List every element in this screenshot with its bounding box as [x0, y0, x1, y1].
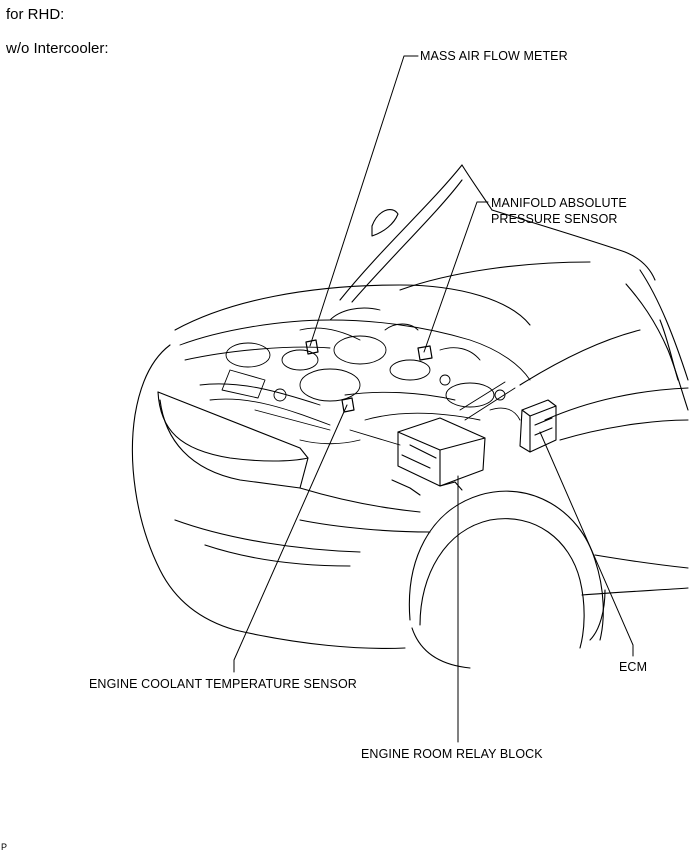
- callout-engine-room-relay-block: ENGINE ROOM RELAY BLOCK: [361, 747, 543, 761]
- leader-lines: [233, 55, 634, 743]
- ect-leader: [233, 404, 348, 673]
- sub-variant-heading: w/o Intercooler:: [6, 40, 109, 57]
- ecm-leader: [539, 431, 634, 657]
- ecm-shape: [519, 399, 557, 453]
- relay-block-shape: [391, 417, 486, 496]
- callout-mass-air-flow-meter: MASS AIR FLOW METER: [420, 49, 568, 63]
- front-wheel: [408, 490, 606, 669]
- figure-code: P: [1, 842, 8, 852]
- callout-map-sensor-line2: PRESSURE SENSOR: [491, 212, 618, 226]
- variant-heading: for RHD:: [6, 6, 65, 23]
- callout-engine-coolant-temp-sensor: ENGINE COOLANT TEMPERATURE SENSOR: [89, 677, 357, 691]
- ect-sensor-marker: [341, 397, 355, 413]
- engine-components: [179, 307, 531, 446]
- callout-ecm: ECM: [619, 660, 648, 674]
- maf-sensor-marker: [305, 339, 319, 355]
- map-leader: [423, 201, 489, 353]
- maf-leader: [309, 55, 419, 347]
- callout-map-sensor-line1: MANIFOLD ABSOLUTE: [491, 196, 627, 210]
- vehicle-body-outline: [131, 269, 689, 649]
- hood-outline: [339, 164, 656, 303]
